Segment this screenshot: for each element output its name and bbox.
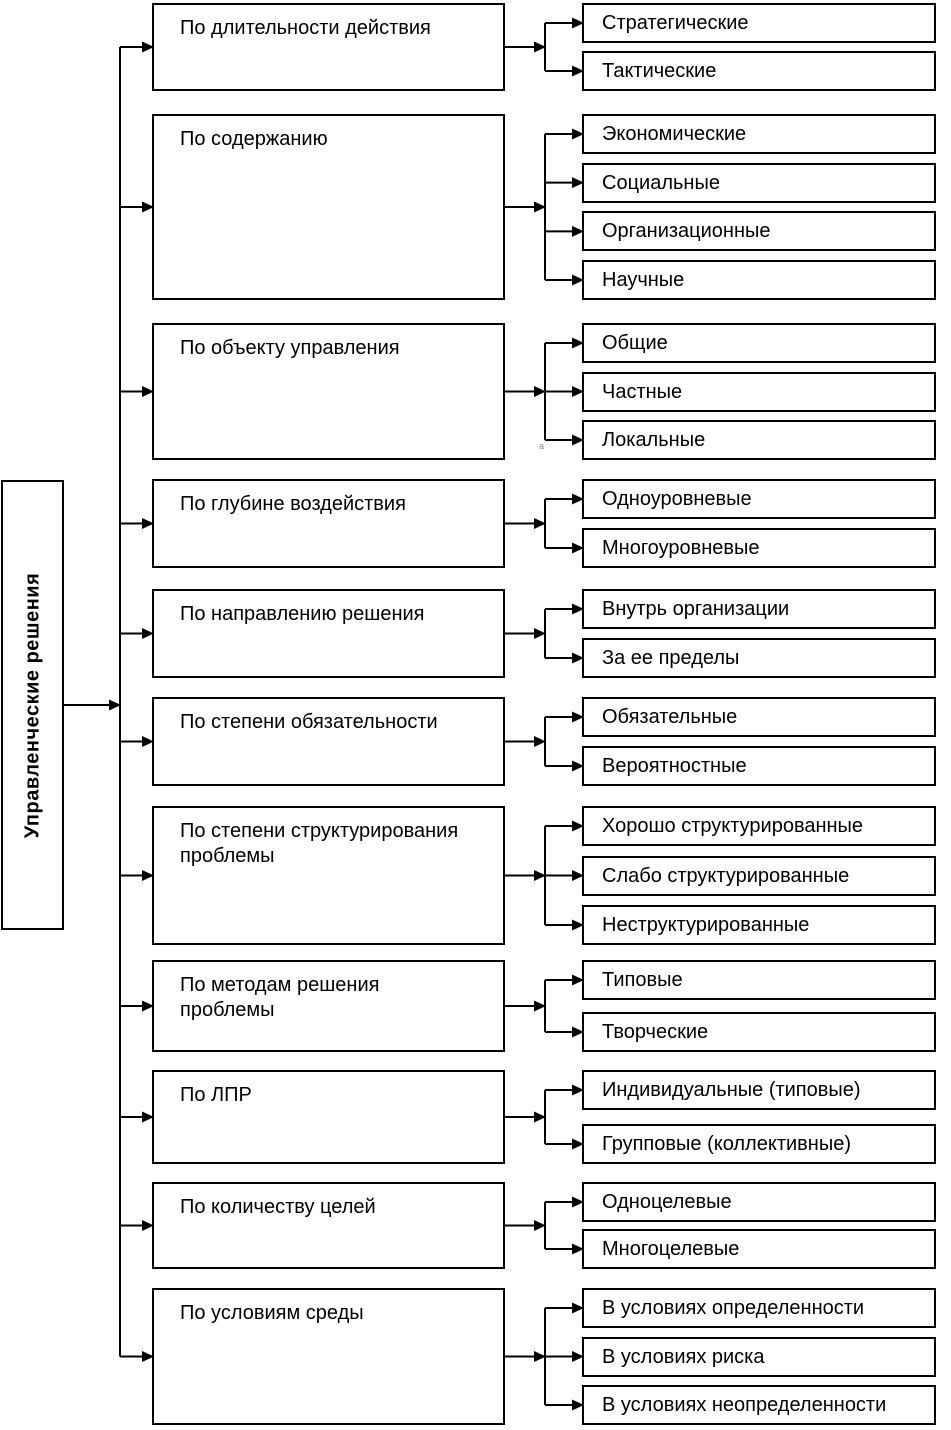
subcategory-box-11-2: В условиях риска <box>582 1336 936 1377</box>
category-box-5: По направлению решения <box>152 589 505 678</box>
category-label: По степени структурирования проблемы <box>180 820 459 867</box>
subcategory-label: Тактические <box>602 60 717 82</box>
category-label: По направлению решения <box>180 603 425 625</box>
subcategory-box-8-1: Типовые <box>582 960 936 1000</box>
subcategory-box-7-2: Слабо структурированные <box>582 855 936 896</box>
subcategory-label: Одноцелевые <box>602 1191 732 1213</box>
category-box-3: По объекту управления <box>152 323 505 460</box>
subcategory-label: Вероятностные <box>602 755 747 777</box>
subcategory-label: Многоуровневые <box>602 537 760 559</box>
category-label: По глубине воздействия <box>180 493 406 515</box>
category-label: По объекту управления <box>180 337 400 359</box>
subcategory-box-3-2: Частные <box>582 371 936 412</box>
subcategory-box-8-2: Творческие <box>582 1012 936 1052</box>
subcategory-box-2-1: Экономические <box>582 114 936 154</box>
subcategory-label: Экономические <box>602 123 747 145</box>
subcategory-label: Хорошо структурированные <box>602 815 864 837</box>
category-box-9: По ЛПР <box>152 1070 505 1164</box>
subcategory-box-6-1: Обязательные <box>582 697 936 737</box>
category-box-2: По содержанию <box>152 114 505 300</box>
root-node-label: Управленческие решения <box>21 572 43 838</box>
subcategory-label: Частные <box>602 380 683 403</box>
subcategory-box-3-3: Локальные <box>582 420 936 460</box>
subcategory-box-5-2: За ее пределы <box>582 638 936 678</box>
subcategory-box-10-2: Многоцелевые <box>582 1229 936 1269</box>
category-box-10: По количеству целей <box>152 1182 505 1269</box>
category-box-8: По методам решения проблемы <box>152 960 505 1052</box>
subcategory-label: Одноуровневые <box>602 488 752 510</box>
subcategory-box-2-3: Организационные <box>582 211 936 252</box>
subcategory-label: Социальные <box>602 171 720 194</box>
category-label: По степени обязательности <box>180 711 438 733</box>
category-box-4: По глубине воздействия <box>152 479 505 568</box>
subcategory-box-4-1: Одноуровневые <box>582 479 936 519</box>
subcategory-box-5-1: Внутрь организации <box>582 589 936 629</box>
subcategory-label: Неструктурированные <box>602 914 810 936</box>
subcategory-label: Внутрь организации <box>602 598 790 620</box>
subcategory-box-11-1: В условиях определенности <box>582 1288 936 1328</box>
category-label: По длительности действия <box>180 17 431 39</box>
subcategory-label: Организационные <box>602 220 771 243</box>
subcategory-box-6-2: Вероятностные <box>582 746 936 786</box>
subcategory-label: Многоцелевые <box>602 1238 740 1260</box>
subcategory-box-1-1: Стратегические <box>582 3 936 43</box>
subcategory-label: Слабо структурированные <box>602 864 850 887</box>
category-box-11: По условиям среды <box>152 1288 505 1425</box>
category-label: По количеству целей <box>180 1196 376 1218</box>
category-label: По содержанию <box>180 128 328 150</box>
subcategory-label: Индивидуальные (типовые) <box>602 1079 861 1101</box>
category-box-6: По степени обязательности <box>152 697 505 786</box>
subcategory-label: Локальные <box>602 429 706 451</box>
subcategory-box-2-2: Социальные <box>582 162 936 203</box>
subcategory-label: В условиях неопределенности <box>602 1394 887 1416</box>
category-label: По ЛПР <box>180 1084 252 1106</box>
subcategory-label: Обязательные <box>602 706 738 728</box>
category-box-1: По длительности действия <box>152 3 505 91</box>
subcategory-box-2-4: Научные <box>582 260 936 300</box>
subcategory-label: Стратегические <box>602 12 749 34</box>
subcategory-label: Научные <box>602 269 685 291</box>
subcategory-box-11-3: В условиях неопределенности <box>582 1385 936 1425</box>
subcategory-box-9-2: Групповые (коллективные) <box>582 1124 936 1164</box>
subcategory-box-9-1: Индивидуальные (типовые) <box>582 1070 936 1110</box>
subcategory-box-7-3: Неструктурированные <box>582 905 936 945</box>
category-box-7: По степени структурирования проблемы <box>152 806 505 945</box>
subcategory-box-1-2: Тактические <box>582 51 936 91</box>
subcategory-box-4-2: Многоуровневые <box>582 528 936 568</box>
subcategory-label: Творческие <box>602 1021 709 1043</box>
subcategory-box-10-1: Одноцелевые <box>582 1182 936 1222</box>
subcategory-label: За ее пределы <box>602 647 740 669</box>
root-node: Управленческие решения <box>1 480 64 930</box>
category-label: По методам решения проблемы <box>180 974 380 1021</box>
category-label: По условиям среды <box>180 1302 364 1324</box>
stray-mark: а <box>539 441 545 451</box>
subcategory-box-3-1: Общие <box>582 323 936 363</box>
subcategory-box-7-1: Хорошо структурированные <box>582 806 936 846</box>
subcategory-label: В условиях определенности <box>602 1297 865 1319</box>
subcategory-label: Групповые (коллективные) <box>602 1133 851 1155</box>
subcategory-label: Общие <box>602 332 668 354</box>
subcategory-label: Типовые <box>602 969 683 991</box>
subcategory-label: В условиях риска <box>602 1345 765 1368</box>
